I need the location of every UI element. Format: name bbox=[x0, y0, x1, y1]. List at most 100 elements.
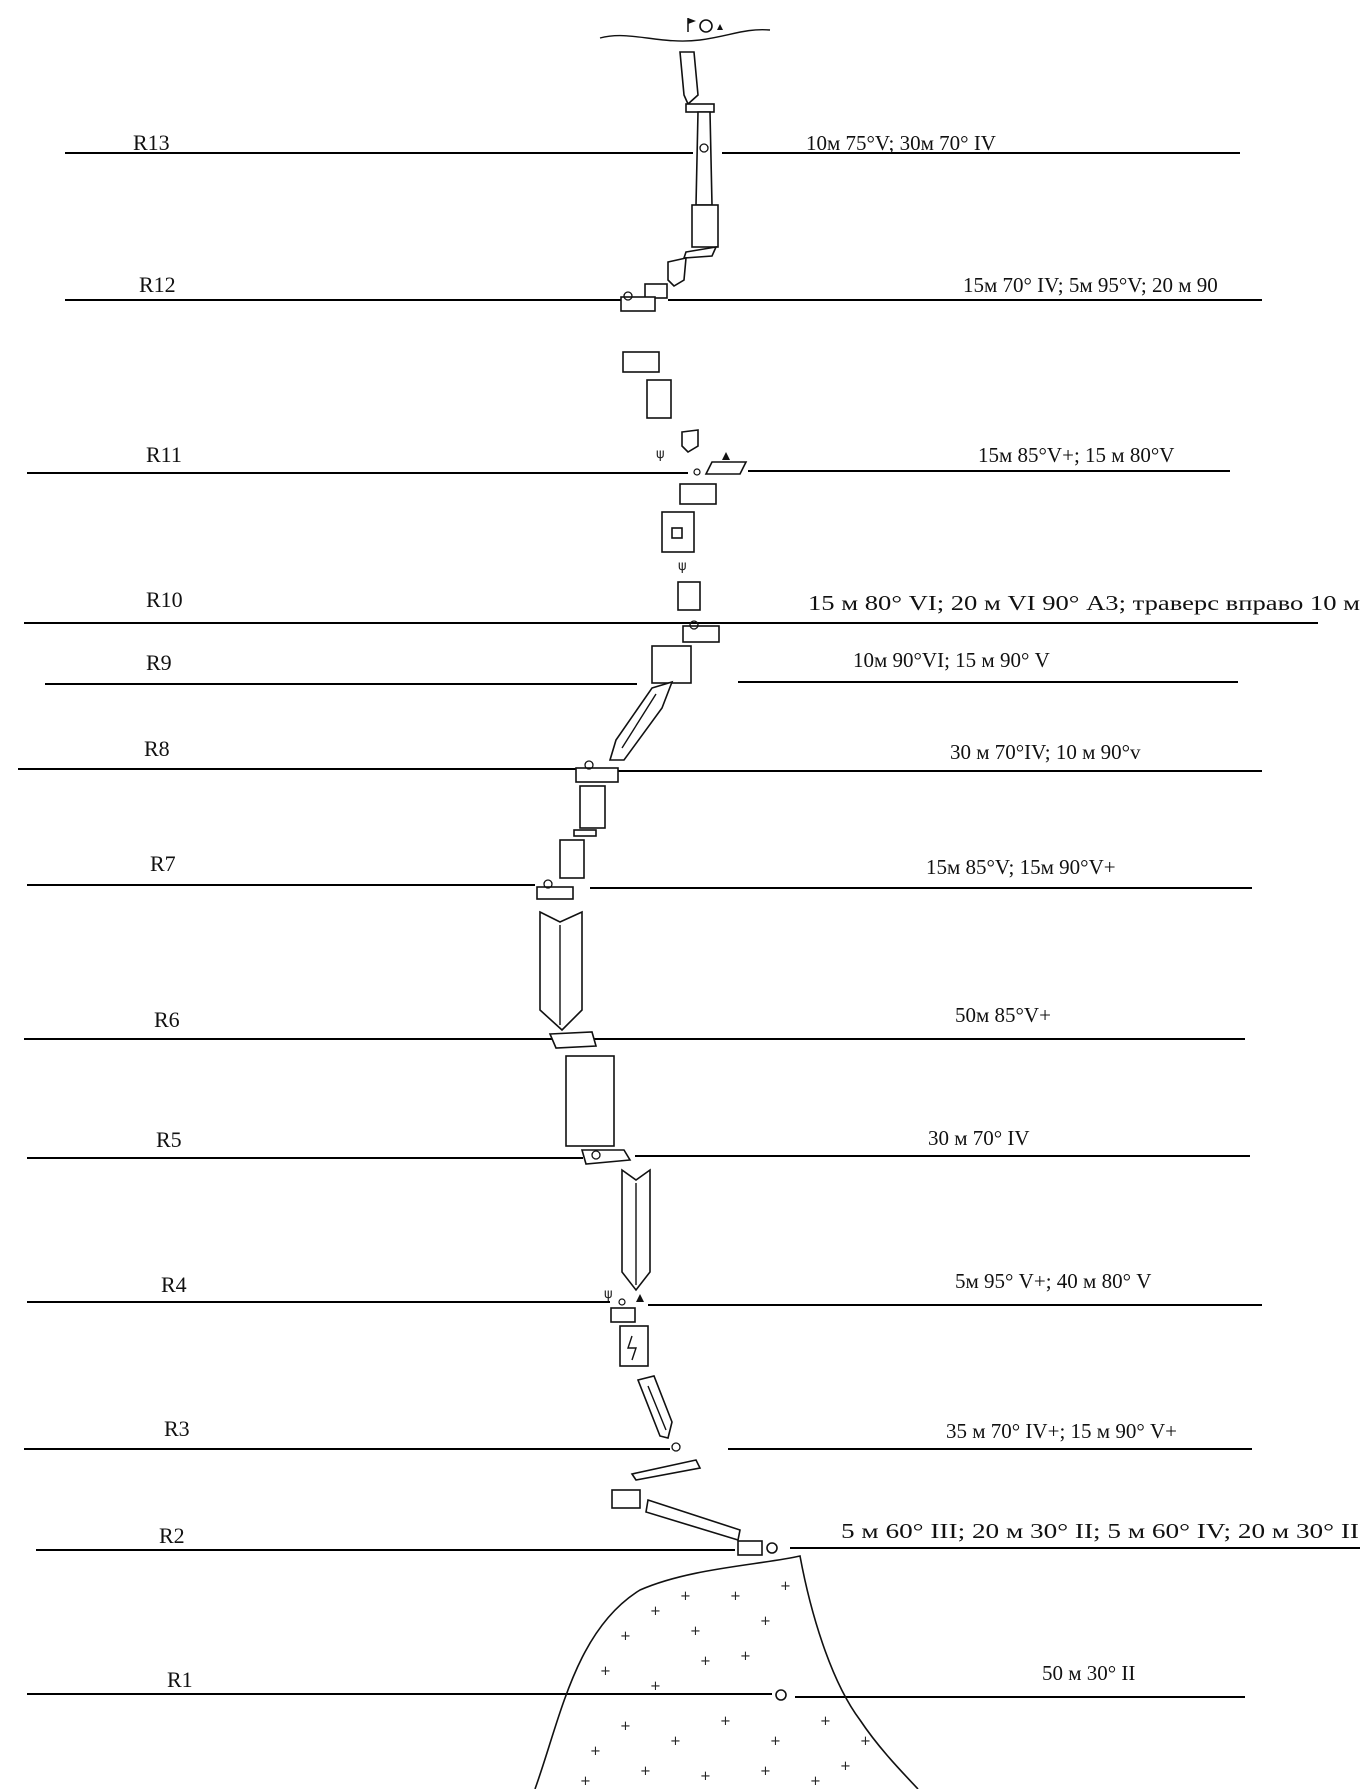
route-ledge-r11 bbox=[704, 461, 748, 475]
route-slab-r9 bbox=[608, 680, 674, 761]
svg-text:+: + bbox=[820, 1714, 831, 1729]
anchor-ring-icon bbox=[591, 1150, 601, 1160]
route-ledge-r4 bbox=[610, 1307, 636, 1323]
route-slab-r3-inner bbox=[647, 1385, 667, 1431]
section-desc-r7: 15м 85°V; 15м 90°V+ bbox=[926, 855, 1116, 879]
svg-text:+: + bbox=[760, 1614, 771, 1629]
route-box-r11-inner bbox=[671, 527, 683, 539]
route-block-r11-a bbox=[622, 351, 660, 373]
route-block-r4 bbox=[619, 1325, 649, 1367]
anchor-ring-icon bbox=[584, 760, 594, 770]
section-descriptions: 10м 75°V; 30м 70° IV 15м 70° IV; 5м 95°V… bbox=[806, 131, 1360, 1685]
svg-text:+: + bbox=[780, 1579, 791, 1594]
route-ledge-r7 bbox=[536, 886, 574, 900]
svg-text:+: + bbox=[690, 1624, 701, 1639]
section-desc-r1: 50 м 30° II bbox=[1042, 1661, 1135, 1685]
route-piece-r12-a bbox=[667, 256, 687, 288]
route-ledge-r8 bbox=[575, 767, 619, 783]
section-label-r9: R9 bbox=[146, 650, 172, 675]
route-column-r13 bbox=[695, 111, 713, 206]
section-label-r8: R8 bbox=[144, 736, 170, 761]
base-rock-mound: + + + + + + + + + + + + + + + + + + + + … bbox=[534, 1555, 919, 1789]
route-block-r5 bbox=[565, 1055, 615, 1147]
route-ledge-r2 bbox=[737, 1540, 763, 1556]
section-label-r10: R10 bbox=[146, 587, 183, 612]
piton-icon: ψ bbox=[678, 559, 687, 574]
section-labels: R13 R12 R11 R10 R9 R8 R7 R6 R5 R4 R3 R2 … bbox=[133, 130, 193, 1692]
route-step-r8 bbox=[573, 829, 597, 837]
section-desc-r3: 35 м 70° IV+; 15 м 90° V+ bbox=[946, 1419, 1177, 1443]
section-desc-r2: 5 м 60° III; 20 м 30° II; 5 м 60° IV; 20… bbox=[841, 1519, 1359, 1543]
anchor-ring-icon bbox=[693, 468, 701, 476]
anchor-ring-icon bbox=[543, 879, 553, 889]
svg-text:+: + bbox=[650, 1679, 661, 1694]
flag-icon bbox=[687, 18, 696, 32]
route-block-r8-a bbox=[579, 785, 606, 829]
route-slab-r2 bbox=[645, 1498, 741, 1542]
route-piece-top bbox=[679, 51, 699, 106]
section-lines bbox=[18, 152, 1360, 1698]
svg-text:+: + bbox=[580, 1774, 591, 1789]
svg-text:+: + bbox=[590, 1744, 601, 1759]
route-crack-r4 bbox=[627, 1335, 637, 1361]
section-desc-r8: 30 м 70°IV; 10 м 90°v bbox=[950, 740, 1141, 764]
section-desc-r11: 15м 85°V+; 15 м 80°V bbox=[978, 443, 1174, 467]
anchor-ring-icon bbox=[618, 1298, 626, 1306]
svg-text:+: + bbox=[860, 1734, 871, 1749]
route-block-r8-b bbox=[559, 839, 585, 879]
section-label-r11: R11 bbox=[146, 442, 182, 467]
scree-texture: + + + + + + + + + + + + + + + + + + + + … bbox=[580, 1579, 871, 1789]
route-ledge-r5 bbox=[580, 1149, 632, 1165]
route-ledge-r3 bbox=[630, 1459, 702, 1481]
svg-text:+: + bbox=[810, 1774, 821, 1789]
route-step-r12-a bbox=[644, 283, 668, 299]
section-label-r12: R12 bbox=[139, 272, 176, 297]
svg-text:+: + bbox=[650, 1604, 661, 1619]
route-figures: ψ ψ ψ bbox=[536, 51, 778, 1556]
section-desc-r12: 15м 70° IV; 5м 95°V; 20 м 90 bbox=[963, 273, 1218, 297]
route-chimney-r13 bbox=[685, 103, 715, 113]
svg-text:+: + bbox=[720, 1714, 731, 1729]
summit-area bbox=[599, 18, 771, 42]
route-slab-r9-inner bbox=[621, 693, 657, 749]
svg-text:+: + bbox=[620, 1719, 631, 1734]
section-label-r4: R4 bbox=[161, 1272, 187, 1297]
route-piece-r11 bbox=[681, 429, 699, 454]
triangle-marker-icon bbox=[717, 24, 723, 30]
svg-text:+: + bbox=[840, 1759, 851, 1774]
route-ledge-r13 bbox=[682, 245, 718, 259]
section-label-r5: R5 bbox=[156, 1127, 182, 1152]
section-label-r3: R3 bbox=[164, 1416, 190, 1441]
section-desc-r9: 10м 90°VI; 15 м 90° V bbox=[853, 648, 1050, 672]
svg-text:+: + bbox=[700, 1769, 711, 1784]
section-desc-r4: 5м 95° V+; 40 м 80° V bbox=[955, 1269, 1151, 1293]
svg-text:+: + bbox=[640, 1764, 651, 1779]
anchor-ring-icon bbox=[699, 143, 709, 153]
svg-text:+: + bbox=[600, 1664, 611, 1679]
piton-icon: ψ bbox=[656, 447, 665, 462]
route-block-r11-c bbox=[679, 483, 717, 505]
svg-text:+: + bbox=[730, 1589, 741, 1604]
section-desc-r13: 10м 75°V; 30м 70° IV bbox=[806, 131, 996, 155]
svg-text:+: + bbox=[770, 1734, 781, 1749]
svg-text:+: + bbox=[700, 1654, 711, 1669]
section-desc-r6: 50м 85°V+ bbox=[955, 1003, 1051, 1027]
section-label-r7: R7 bbox=[150, 851, 176, 876]
svg-text:+: + bbox=[760, 1764, 771, 1779]
anchor-ring-icon bbox=[766, 1542, 778, 1554]
anchor-ring-icon bbox=[671, 1442, 681, 1452]
triangle-marker-icon bbox=[722, 452, 730, 460]
section-desc-r5: 30 м 70° IV bbox=[928, 1126, 1030, 1150]
anchor-ring-icon bbox=[699, 19, 713, 33]
route-block-r10 bbox=[677, 581, 701, 611]
section-label-r6: R6 bbox=[154, 1007, 180, 1032]
anchor-ring-icon bbox=[775, 1689, 787, 1701]
route-block-r3 bbox=[611, 1489, 641, 1509]
mound-outline bbox=[534, 1555, 919, 1789]
section-desc-r10: 15 м 80° VI; 20 м VI 90° А3; траверс впр… bbox=[808, 591, 1360, 615]
route-block-r9 bbox=[651, 645, 692, 684]
anchor-ring-icon bbox=[623, 291, 633, 301]
svg-text:+: + bbox=[620, 1629, 631, 1644]
svg-text:+: + bbox=[670, 1734, 681, 1749]
